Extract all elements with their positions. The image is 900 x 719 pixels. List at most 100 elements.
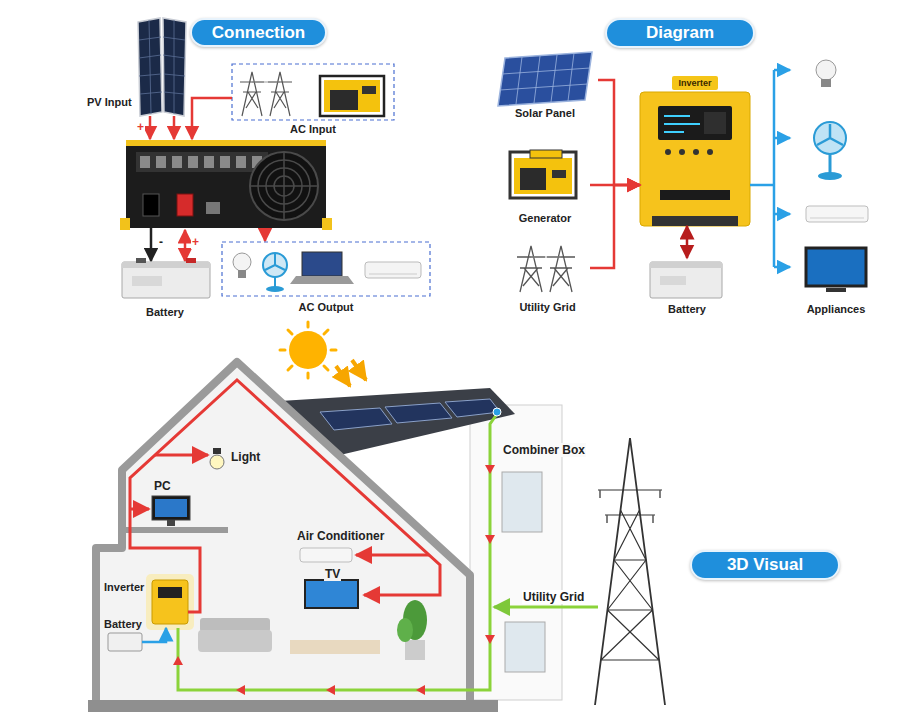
inverter-unit <box>250 152 318 220</box>
sunlight-arrows <box>336 366 350 386</box>
text-label: Battery <box>145 306 185 318</box>
node-text: Inverter <box>672 76 717 90</box>
inverter-body <box>660 190 730 200</box>
inverter-body <box>704 112 726 134</box>
text-label: + <box>191 235 200 249</box>
grid-tower-icon <box>517 246 575 292</box>
solar-panel-icon <box>498 52 592 106</box>
house-red-wiring <box>356 554 429 557</box>
battery-icon <box>650 262 722 298</box>
connector <box>598 80 640 185</box>
appliances-node: Appliances <box>790 52 882 316</box>
ac-output-frame <box>369 274 417 275</box>
inverter-body <box>652 216 738 226</box>
generator-icon <box>514 158 572 194</box>
battery-node: Battery <box>645 258 729 316</box>
battery-icon <box>122 258 210 298</box>
room-devices <box>152 496 190 520</box>
room-devices <box>108 633 142 651</box>
ac-output-frame <box>290 276 354 284</box>
inverter-unit <box>188 156 198 168</box>
pv-panels <box>139 20 185 114</box>
inverter-node: Inverter <box>640 74 750 226</box>
ac-input-wire <box>192 98 232 139</box>
pv-panels <box>138 18 186 116</box>
section-pill: Diagram <box>605 18 755 48</box>
connector-line <box>590 185 640 268</box>
sun <box>280 322 336 378</box>
battery-icon <box>650 262 722 298</box>
label-holder: Battery <box>103 614 143 632</box>
grid-tower-icon <box>517 246 545 292</box>
appliance-icons <box>806 248 866 286</box>
room-devices <box>155 499 187 517</box>
furniture <box>198 630 272 652</box>
room-devices <box>146 574 194 630</box>
appliance-icons <box>810 218 864 219</box>
node-text: AC Input <box>288 123 338 136</box>
house-facade <box>122 527 228 533</box>
connector <box>590 185 640 268</box>
inverter-unit <box>220 156 230 168</box>
label-holder: PV Input <box>86 92 133 110</box>
text-label: Light <box>230 450 261 464</box>
house-red-wiring <box>130 380 440 612</box>
inverter-body <box>665 149 671 155</box>
ac-input-group: AC Input <box>230 62 396 136</box>
text-label: Utility Grid <box>522 590 585 604</box>
house-green-wiring <box>173 408 598 695</box>
ac-input-frame <box>320 76 384 116</box>
label-holder: Battery <box>145 302 185 320</box>
grid-tower-icon <box>547 246 575 292</box>
node-text: Utility Grid <box>517 301 577 314</box>
inverter-unit <box>140 156 150 168</box>
furniture <box>290 640 380 654</box>
connector-line <box>750 184 774 187</box>
text-label: - <box>158 235 164 249</box>
house-green-wiring <box>485 465 495 474</box>
connector-line <box>773 70 776 267</box>
appliance-icons <box>818 172 842 180</box>
house-facade <box>88 700 498 712</box>
battery-icon <box>122 262 210 268</box>
ac-input-frame <box>362 86 376 94</box>
inverter-unit <box>204 156 214 168</box>
appliance-icons <box>821 79 831 87</box>
battery-icon <box>650 262 722 268</box>
ac-output-frame <box>365 262 421 278</box>
ac-input-frame <box>240 72 264 116</box>
house-green-wiring <box>485 635 495 644</box>
generator-icon <box>552 170 566 178</box>
label-holder: Inverter <box>103 577 145 595</box>
ac-input-wire <box>192 98 232 139</box>
battery-icon <box>186 258 196 263</box>
ac-input-frame <box>252 82 280 83</box>
node-text: 3D Visual <box>727 555 803 575</box>
generator-icon <box>520 168 546 190</box>
node-text: Solar Panel <box>513 107 577 120</box>
battery-wires <box>150 228 153 261</box>
pv-wires <box>149 116 152 139</box>
inverter-unit <box>126 140 326 228</box>
source-node: Solar Panel <box>492 50 598 120</box>
grid-tower <box>595 438 665 705</box>
room-devices <box>213 448 221 454</box>
text-label: TV <box>324 567 341 581</box>
side-building <box>505 622 545 672</box>
furniture <box>200 618 270 632</box>
furniture <box>397 618 413 642</box>
label-holder: TV <box>324 564 341 582</box>
solar-panel-icon <box>498 52 592 106</box>
ac-output-wire <box>264 228 267 241</box>
solar-panel-icon <box>500 53 590 104</box>
inverter-unit <box>236 156 246 168</box>
room-devices <box>300 548 352 562</box>
inverter-unit <box>322 218 332 230</box>
inverter-body <box>640 92 750 226</box>
battery-icon <box>122 262 210 298</box>
node-text: AC Output <box>297 301 356 314</box>
battery-link <box>142 628 166 642</box>
room-devices <box>305 580 358 608</box>
connector <box>687 226 688 258</box>
